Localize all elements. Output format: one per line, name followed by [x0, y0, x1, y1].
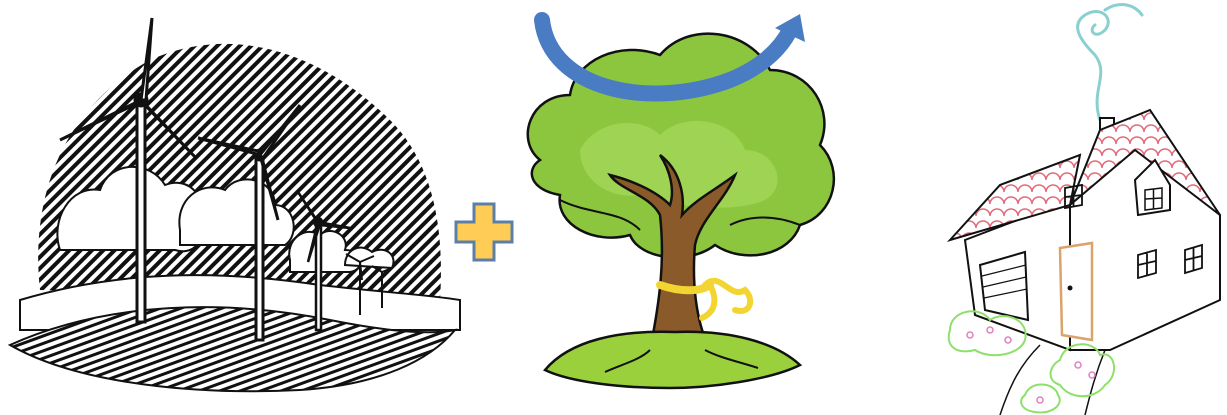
front-door [1060, 243, 1092, 340]
house-illustration [920, 0, 1227, 415]
wind-turbines-svg [0, 0, 470, 415]
grass-mound [545, 332, 800, 388]
wind-turbines-illustration [0, 0, 470, 415]
house-svg [920, 0, 1227, 415]
tree-svg [500, 0, 860, 415]
chimney-smoke [1078, 5, 1142, 120]
tree-illustration [500, 0, 860, 415]
